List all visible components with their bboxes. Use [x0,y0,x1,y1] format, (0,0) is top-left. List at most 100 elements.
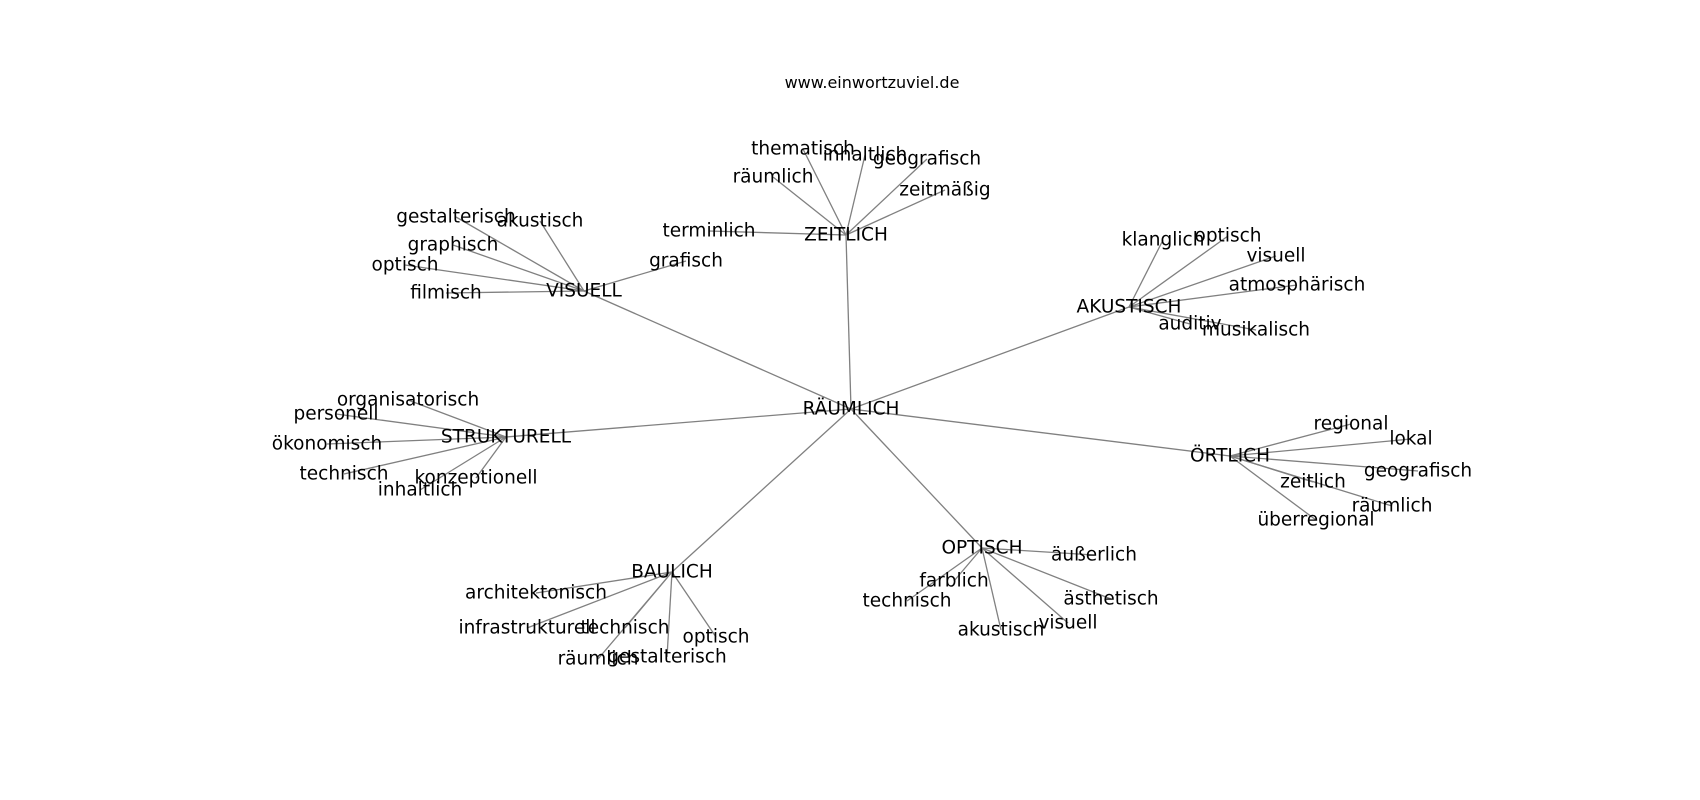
leaf-node-label: atmosphärisch [1229,275,1366,296]
edge-oertlich-leaf [1229,455,1393,507]
edge-visuell-leaf [445,290,585,294]
edge-akustisch-leaf [1128,255,1277,308]
leaf-node-label: farblich [919,571,988,592]
leaf-node-label: inhaltlich [823,145,908,166]
cluster-node-optisch: OPTISCH [941,538,1022,559]
leaf-node-label: auditiv [1158,314,1221,335]
center-node-label: RÄUMLICH [803,399,900,420]
edge-zeitlich-leaf [845,189,946,236]
edges-layer [326,148,1419,660]
edge-center-zeitlich [845,234,852,410]
leaf-node-label: lokal [1389,429,1432,450]
leaf-node-label: visuell [1246,246,1305,267]
leaf-node-label: optisch [372,255,439,276]
edge-zeitlich-leaf [845,158,928,236]
leaf-node-label: optisch [1195,226,1262,247]
edge-visuell-leaf [404,264,585,292]
cluster-node-zeitlich: ZEITLICH [804,225,888,246]
leaf-node-label: überregional [1257,510,1374,531]
leaf-node-label: gestalterisch [396,207,515,228]
edge-optisch-leaf [981,547,1095,556]
edge-visuell-leaf [452,244,585,292]
leaf-node-label: grafisch [649,251,723,272]
leaf-node-label: ökonomisch [272,434,382,455]
edge-akustisch-leaf [1128,239,1164,308]
edge-zeitlich-leaf [772,176,847,236]
edge-visuell-leaf [539,220,585,292]
edge-baulich-leaf [535,571,673,594]
edge-akustisch-leaf [1128,235,1229,308]
leaf-node-label: räumlich [558,649,639,670]
edge-oertlich-leaf [1229,455,1317,521]
leaf-node-label: geografisch [1364,461,1472,482]
edge-oertlich-leaf [1229,423,1352,457]
edge-strukturell-leaf [343,436,507,475]
edge-strukturell-leaf [407,399,507,438]
edge-baulich-leaf [526,571,673,629]
leaf-node-label: technisch [581,618,670,639]
edge-optisch-leaf [981,547,1002,631]
edge-akustisch-leaf [1128,306,1257,331]
leaf-node-label: akustisch [958,620,1045,641]
leaf-node-label: technisch [300,464,389,485]
edge-optisch-leaf [953,547,983,582]
edge-optisch-leaf [906,547,983,602]
site-url: www.einwortzuviel.de [785,73,960,92]
edge-strukturell-leaf [326,436,507,445]
leaf-node-label: zeitmäßig [899,180,990,201]
cluster-node-visuell: VISUELL [546,281,622,302]
edge-zeitlich-leaf [708,230,847,236]
leaf-node-label: ästhetisch [1063,589,1158,610]
leaf-node-label: technisch [863,591,952,612]
leaf-node-label: organisatorisch [337,390,479,411]
leaf-node-label: klanglich [1122,230,1205,251]
edge-visuell-leaf [583,260,687,292]
leaf-node-label: akustisch [497,211,584,232]
edge-center-strukturell [505,408,852,438]
edge-baulich-leaf [666,571,673,658]
leaf-node-label: konzeptionell [414,468,537,489]
edge-strukturell-leaf [335,413,507,438]
edge-baulich-leaf [671,571,717,638]
leaf-node-label: zeitlich [1280,472,1346,493]
edge-optisch-leaf [981,547,1069,624]
edge-optisch-leaf [981,547,1112,600]
leaf-node-label: musikalisch [1202,320,1310,341]
leaf-node-label: regional [1314,414,1389,435]
cluster-node-oertlich: ÖRTLICH [1190,445,1270,467]
leaf-node-label: visuell [1038,613,1097,634]
leaf-node-label: räumlich [733,167,814,188]
leaf-node-label: räumlich [1352,496,1433,517]
edge-strukturell-leaf [475,436,507,479]
edge-oertlich-leaf [1229,455,1419,472]
leaf-node-label: graphisch [408,235,499,256]
edge-zeitlich-leaf [845,154,866,236]
cluster-node-baulich: BAULICH [631,562,712,583]
cluster-node-strukturell: STRUKTURELL [441,427,572,448]
leaf-node-label: filmisch [410,283,482,304]
labels-layer: RÄUMLICHZEITLICHthematischinhaltlichgeog… [272,139,1472,670]
edge-akustisch-leaf [1128,284,1298,308]
leaf-node-label: infrastrukturell [458,618,595,639]
edge-center-baulich [671,408,852,573]
edge-zeitlich-leaf [802,148,847,236]
leaf-node-label: äußerlich [1051,545,1137,566]
edge-strukturell-leaf [419,436,507,491]
edge-visuell-leaf [455,216,585,292]
leaf-node-label: gestalterisch [607,647,726,668]
cluster-node-akustisch: AKUSTISCH [1077,297,1182,318]
edge-center-akustisch [850,306,1130,410]
leaf-node-label: terminlich [663,221,756,242]
edge-oertlich-leaf [1229,438,1412,457]
edge-center-oertlich [850,408,1231,457]
leaf-node-label: inhaltlich [378,480,463,501]
leaf-node-label: thematisch [751,139,855,160]
edge-center-visuell [583,290,852,410]
edge-center-optisch [850,408,983,549]
leaf-node-label: geografisch [873,149,981,170]
edge-baulich-leaf [597,571,673,660]
leaf-node-label: optisch [683,627,750,648]
edge-akustisch-leaf [1128,306,1191,325]
leaf-node-label: personell [293,404,378,425]
